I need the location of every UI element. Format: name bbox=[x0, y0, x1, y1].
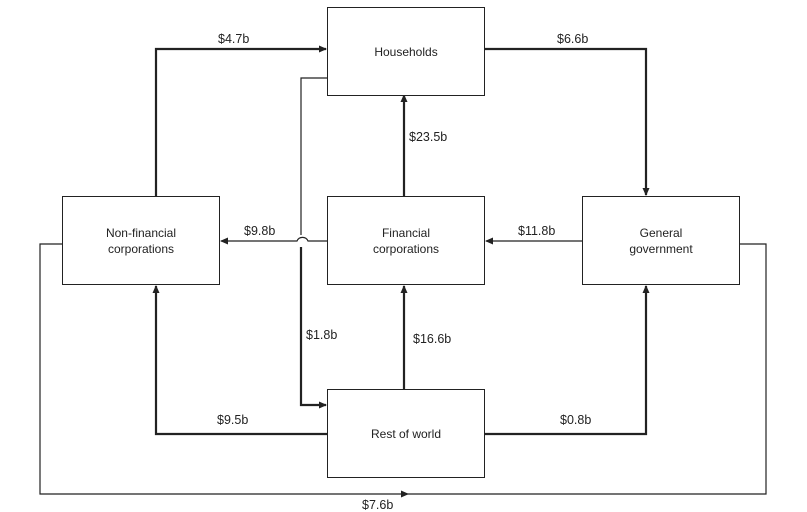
node-label: Households bbox=[374, 44, 438, 59]
flow-label: $1.8b bbox=[306, 328, 338, 342]
node-label: Rest of world bbox=[370, 426, 442, 441]
flow-label: $7.6b bbox=[362, 498, 394, 512]
flow-label: $9.8b bbox=[244, 224, 276, 238]
flow-label: $4.7b bbox=[218, 32, 250, 46]
flow-label: $11.8b bbox=[518, 224, 556, 238]
node-households: Households bbox=[327, 7, 485, 96]
flow-label: $0.8b bbox=[560, 413, 592, 427]
node-rest-of-world: Rest of world bbox=[327, 389, 485, 478]
flow-label: $9.5b bbox=[217, 413, 249, 427]
flow-label: $6.6b bbox=[557, 32, 589, 46]
flow-label: $23.5b bbox=[409, 130, 448, 144]
flow-label: $16.6b bbox=[413, 332, 452, 346]
